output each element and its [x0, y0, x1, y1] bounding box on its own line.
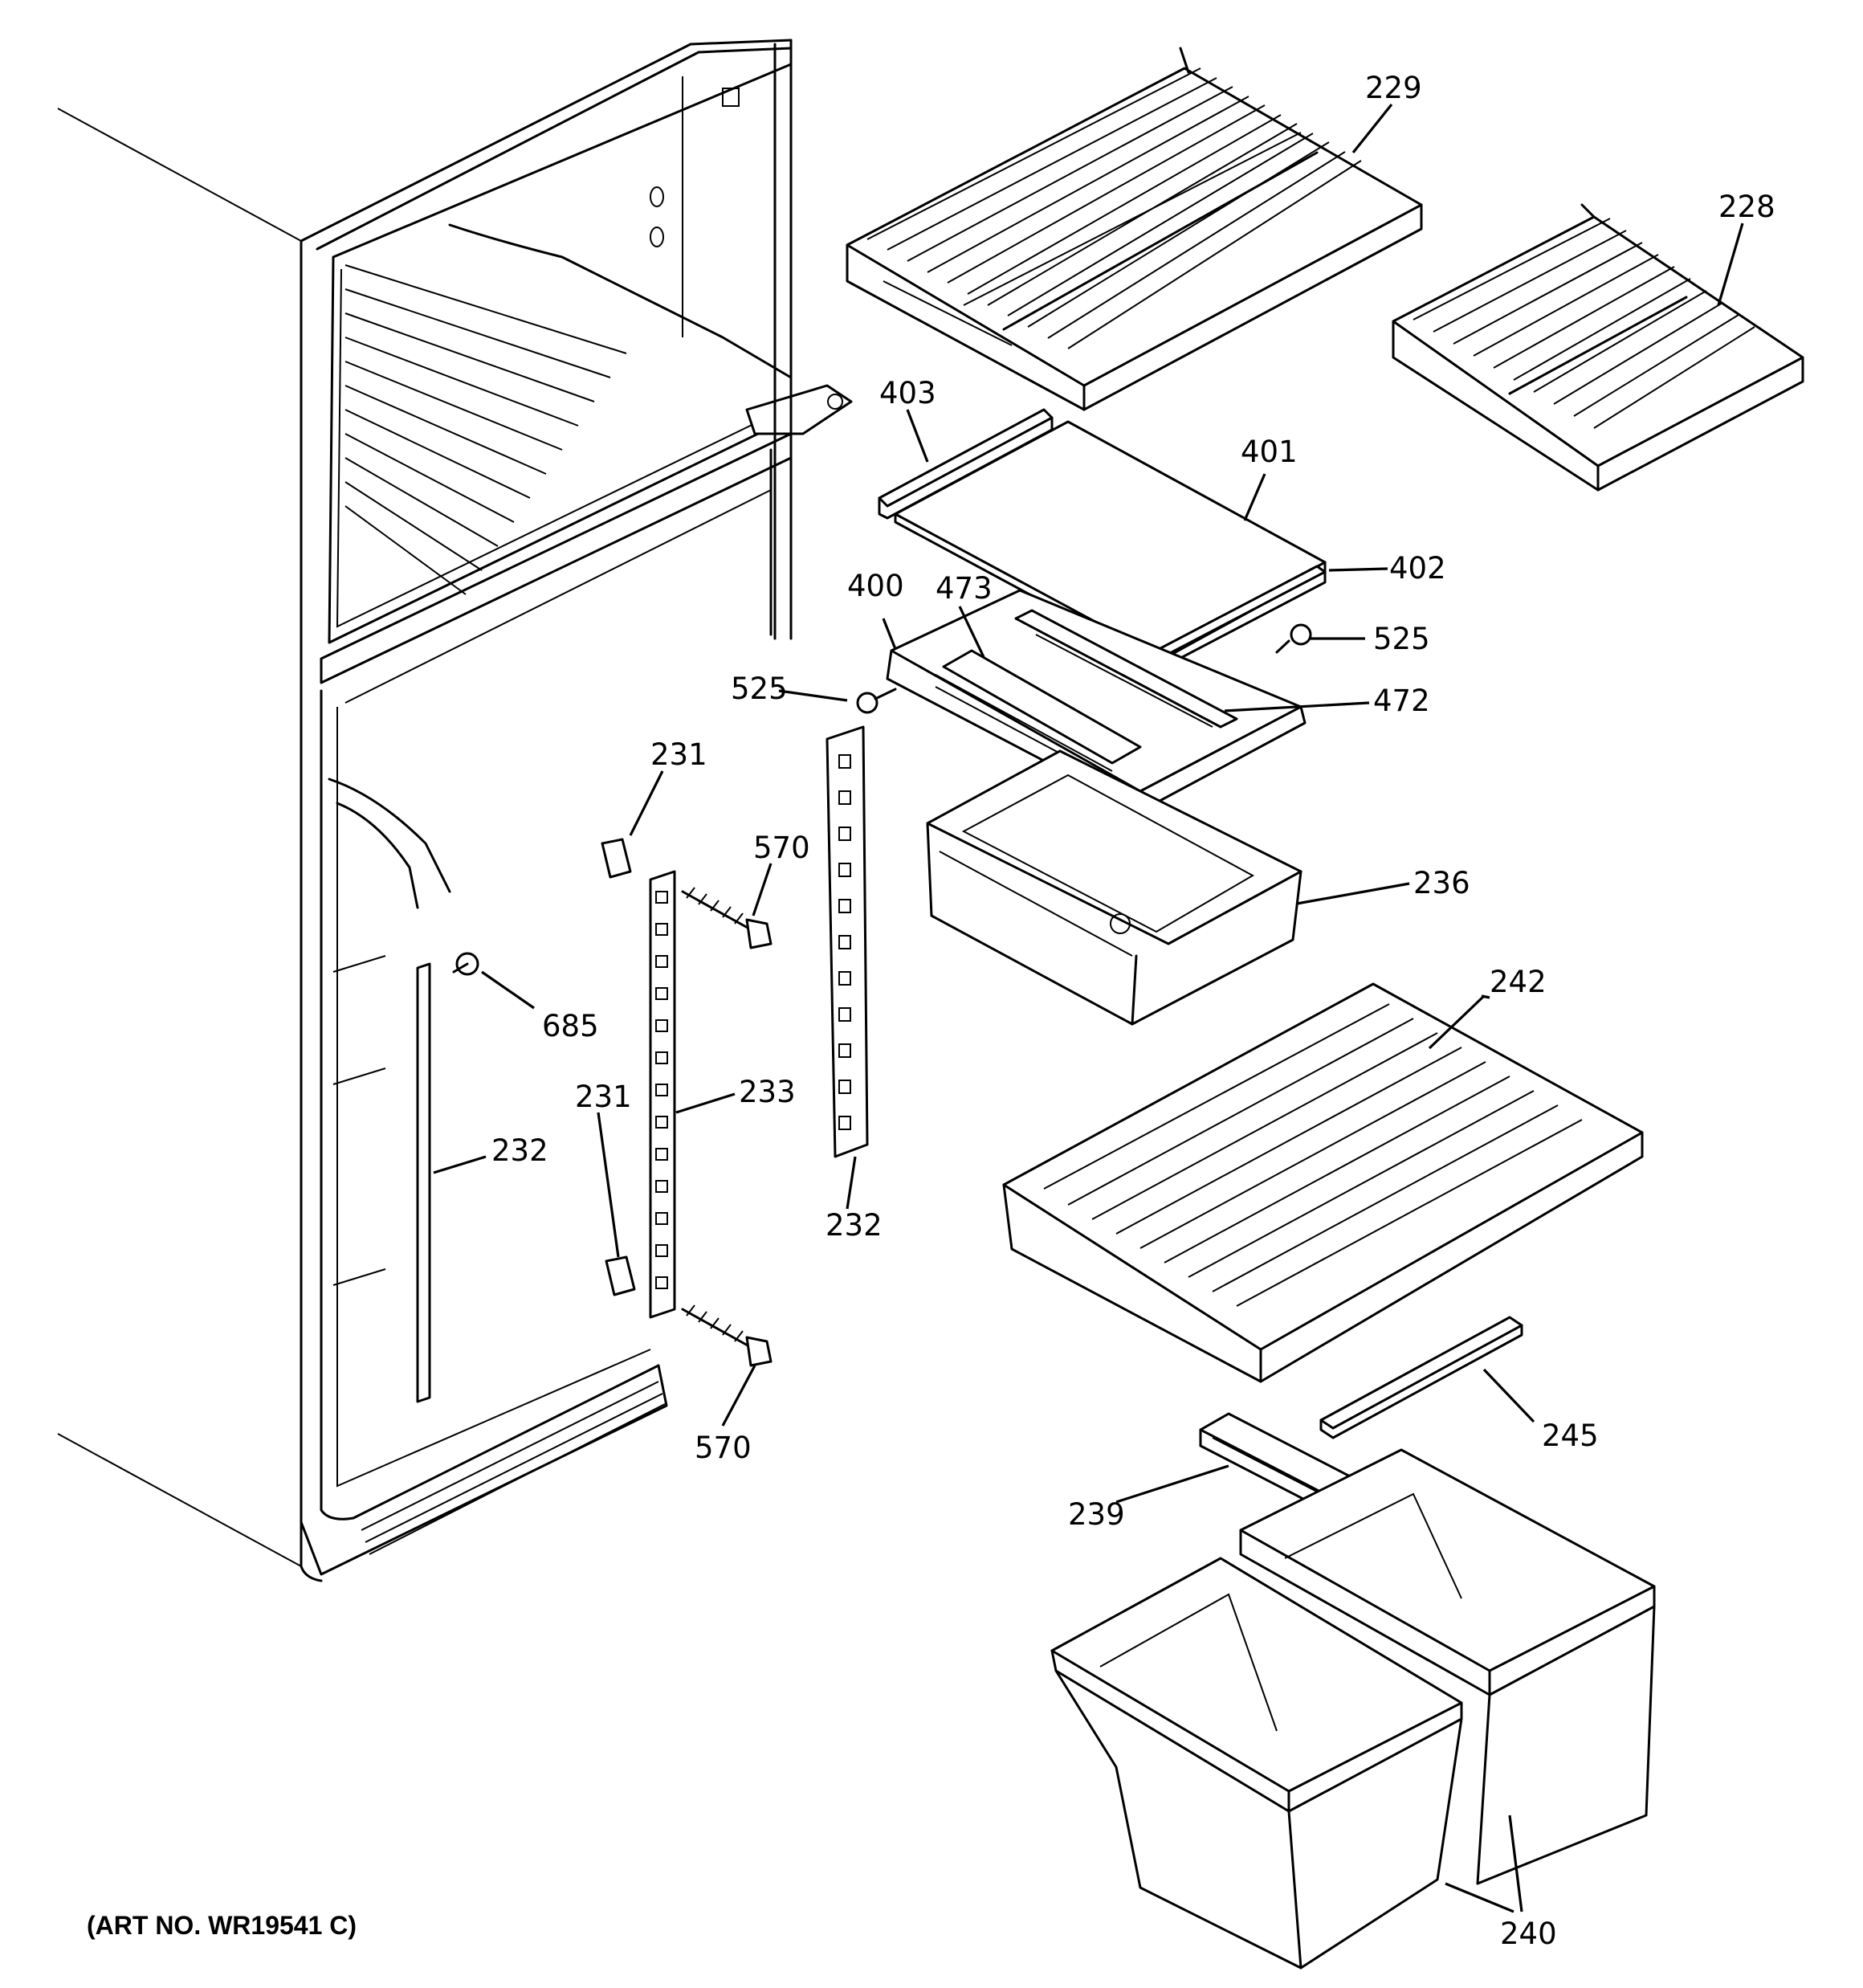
- part-labels: 229 228 403 401 402 400 473 525 525 472 …: [491, 71, 1775, 1951]
- crisper-drawer-240-back: [1239, 1448, 1656, 1885]
- label-232-left: 232: [491, 1133, 548, 1168]
- clip-231-top: [601, 838, 632, 879]
- label-403: 403: [879, 376, 936, 410]
- screw-570-top: [681, 887, 773, 949]
- screw-525-left: [856, 688, 897, 714]
- slide-rail-472: [1014, 609, 1238, 729]
- leader-lines: [433, 104, 1744, 1913]
- label-685: 685: [542, 1009, 599, 1043]
- label-525-right: 525: [1373, 622, 1430, 656]
- label-231-top: 231: [650, 737, 707, 772]
- shelf-support-232-right: [826, 725, 869, 1158]
- wire-shelf-229: [846, 47, 1423, 411]
- label-570-bottom: 570: [695, 1431, 752, 1465]
- shelf-ladder-233: [649, 870, 676, 1319]
- drawer-236: [926, 749, 1302, 1026]
- shelf-support-232-left: [416, 962, 431, 1403]
- shelf-242: [1002, 982, 1644, 1383]
- freezer-floor-ribs: [344, 264, 627, 595]
- label-228: 228: [1718, 190, 1775, 224]
- center-hinge: [745, 384, 853, 435]
- label-239: 239: [1068, 1497, 1125, 1532]
- label-472: 472: [1373, 684, 1430, 718]
- shelf-242-ribs: [1043, 1003, 1583, 1307]
- screw-685: [452, 952, 479, 976]
- wire-shelf-228: [1392, 203, 1804, 492]
- clip-231-bottom: [605, 1255, 636, 1296]
- shelf-229-wires: [866, 67, 1362, 349]
- label-401: 401: [1241, 435, 1298, 469]
- crisper-drawer-240-front: [1050, 1557, 1463, 1970]
- slide-rail-473: [942, 649, 1142, 765]
- label-402: 402: [1389, 551, 1446, 586]
- label-400: 400: [847, 569, 904, 603]
- trim-strip-245: [1319, 1316, 1523, 1439]
- label-233: 233: [739, 1075, 796, 1109]
- label-245: 245: [1542, 1419, 1599, 1453]
- label-231-bottom: 231: [575, 1080, 632, 1114]
- shelf-front-trim-403: [878, 408, 1054, 520]
- label-240: 240: [1500, 1917, 1557, 1951]
- screw-570-bottom: [681, 1304, 773, 1367]
- refrigerator-cabinet: [57, 39, 853, 1582]
- shelf-228-wires: [1413, 218, 1755, 429]
- label-229: 229: [1365, 71, 1422, 105]
- label-232-right: 232: [826, 1208, 883, 1243]
- label-236: 236: [1413, 866, 1470, 900]
- label-570-top: 570: [753, 831, 810, 865]
- screw-525-right: [1275, 623, 1312, 654]
- label-525-left: 525: [731, 672, 788, 706]
- label-473: 473: [936, 571, 993, 606]
- art-number: (ART NO. WR19541 C): [87, 1911, 357, 1940]
- label-242: 242: [1490, 965, 1547, 999]
